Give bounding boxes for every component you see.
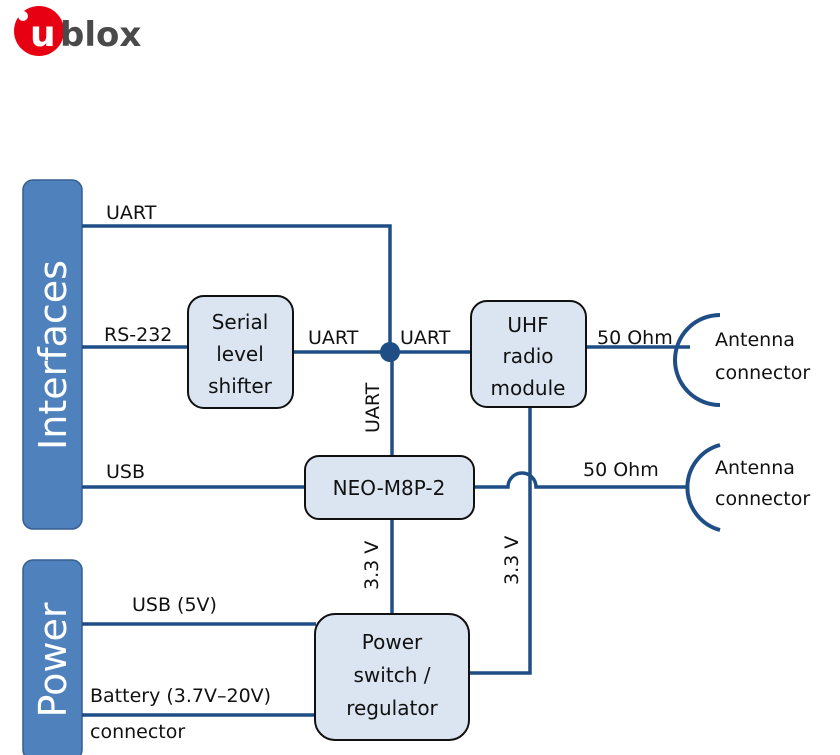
label-3v3-uhf: 3.3 V <box>501 536 523 585</box>
wire-uhf-power <box>468 407 532 675</box>
block-label: module <box>491 376 566 400</box>
antenna-label: Antenna <box>715 329 795 351</box>
power-panel-label: Power <box>31 602 75 717</box>
antenna-label: Antenna <box>715 457 795 479</box>
wire-neo-antenna <box>474 471 688 489</box>
label-uart-top: UART <box>106 202 157 224</box>
label-usb: USB <box>106 461 145 483</box>
logo-dot <box>18 11 28 21</box>
antenna-label: connector <box>715 488 810 510</box>
ublox-logo: u blox <box>14 6 141 56</box>
uhf-radio-module-block: UHF radio module <box>470 300 587 408</box>
antenna-label: connector <box>715 362 810 384</box>
serial-level-shifter-block: Serial level shifter <box>187 295 294 409</box>
label-50ohm-neo: 50 Ohm <box>583 459 659 481</box>
block-label: regulator <box>346 696 438 720</box>
label-uart-vertical: UART <box>362 382 384 433</box>
label-uart-shifter: UART <box>308 327 359 349</box>
antenna-connector-icon <box>673 313 721 407</box>
label-battery: Battery (3.7V–20V) <box>90 685 271 707</box>
power-switch-regulator-block: Power switch / regulator <box>314 613 470 741</box>
block-label: switch / <box>354 663 431 687</box>
label-battery-connector: connector <box>90 721 185 743</box>
block-label: radio <box>503 344 554 368</box>
block-label: shifter <box>208 374 272 398</box>
block-label: Power <box>362 630 423 654</box>
label-3v3-neo: 3.3 V <box>361 541 383 590</box>
block-label: UHF <box>507 313 548 337</box>
label-uart-uhf: UART <box>400 327 451 349</box>
block-label: Serial <box>212 310 269 334</box>
junction-dot <box>380 342 400 362</box>
block-label: level <box>216 342 264 366</box>
logo-mark: u <box>30 14 56 55</box>
block-label: NEO-M8P-2 <box>333 476 446 500</box>
label-50ohm-uhf: 50 Ohm <box>597 327 673 349</box>
wire-uart-top <box>82 224 392 345</box>
logo-wordmark: blox <box>60 15 141 55</box>
interfaces-panel: Interfaces <box>22 179 83 530</box>
power-panel: Power <box>22 559 83 755</box>
label-usb-5v: USB (5V) <box>132 594 217 616</box>
label-rs232: RS-232 <box>104 324 172 346</box>
neo-m8p-2-block: NEO-M8P-2 <box>304 455 475 520</box>
interfaces-panel-label: Interfaces <box>31 260 75 450</box>
antenna-connector-icon <box>685 443 721 532</box>
